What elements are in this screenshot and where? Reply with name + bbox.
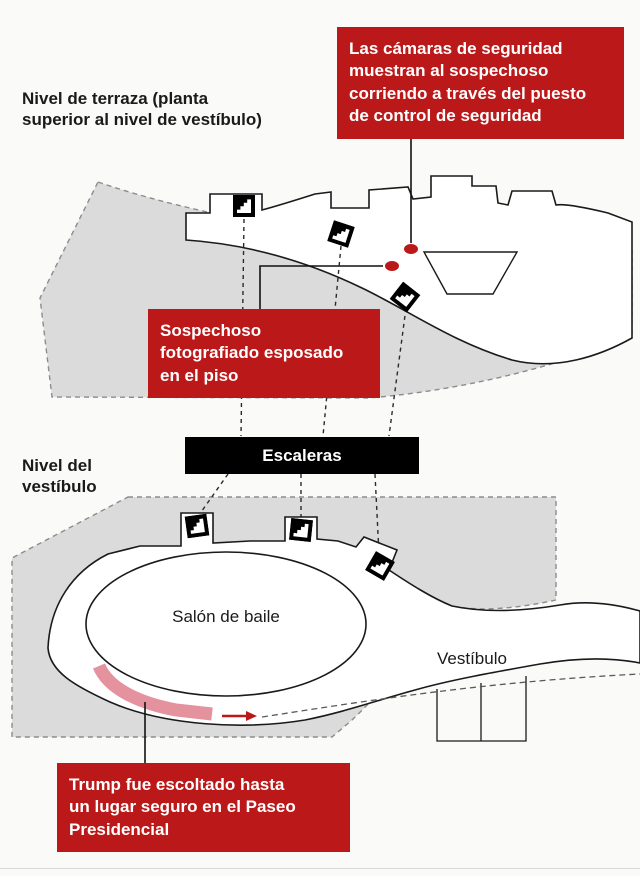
- cameras-callout-line: muestran al sospechoso: [349, 61, 549, 81]
- route-arrow-head-icon: [246, 711, 257, 721]
- terrace-level-label-line: superior al nivel de vestíbulo): [22, 110, 262, 130]
- suspect-leader-line: [259, 265, 383, 310]
- lobby-label: Vestíbulo: [437, 649, 507, 668]
- terrace-level-label: Nivel de terraza (planta superior al niv…: [22, 88, 262, 131]
- footer-divider: [0, 868, 640, 869]
- stairs-icon: [233, 195, 255, 217]
- side-rooms-outline: [436, 676, 527, 742]
- lobby-route-dashed: [261, 673, 640, 718]
- cameras-callout: Las cámaras de seguridad muestran al sos…: [337, 27, 624, 139]
- trump-callout-line: Trump fue escoltado hasta: [69, 775, 285, 794]
- lobby-level-label-line: vestíbulo: [22, 477, 97, 497]
- cameras-callout-line: de control de seguridad: [349, 106, 542, 126]
- suspect-callout-line: Sospechoso: [160, 321, 262, 340]
- lobby-level-label-line: Nivel del: [22, 456, 92, 475]
- trump-callout: Trump fue escoltado hasta un lugar segur…: [57, 763, 350, 853]
- checkpoint-location-dot: [404, 244, 418, 254]
- suspect-callout-line: fotografiado esposado: [160, 343, 344, 363]
- suspect-callout-line: en el piso: [160, 365, 239, 385]
- stairs-icon: [184, 513, 210, 539]
- stairs-icon: [288, 517, 314, 543]
- stairs-bar: Escaleras: [185, 437, 419, 474]
- stairs-connector-line: [388, 307, 407, 437]
- ballroom-label: Salón de baile: [172, 607, 280, 626]
- trump-callout-line: un lugar seguro en el Paseo: [69, 797, 296, 817]
- lobby-level-label: Nivel del vestíbulo: [22, 455, 97, 498]
- trump-callout-line: Presidencial: [69, 819, 170, 839]
- escort-path-highlight: [92, 663, 213, 721]
- checkpoint-atrium: [422, 251, 519, 295]
- suspect-callout: Sospechoso fotografiado esposado en el p…: [148, 309, 380, 399]
- stairs-bar-label: Escaleras: [262, 445, 342, 465]
- terrace-level-label-line: Nivel de terraza (planta: [22, 89, 209, 108]
- stairs-connector-line: [374, 473, 380, 555]
- cameras-callout-line: Las cámaras de seguridad: [349, 39, 563, 58]
- ballroom-outline: [85, 551, 367, 697]
- stairs-connector-line: [198, 473, 229, 516]
- suspect-location-dot: [385, 261, 399, 271]
- cameras-callout-line: corriendo a través del puesto: [349, 83, 587, 103]
- terrace-floor-plan: [185, 175, 633, 365]
